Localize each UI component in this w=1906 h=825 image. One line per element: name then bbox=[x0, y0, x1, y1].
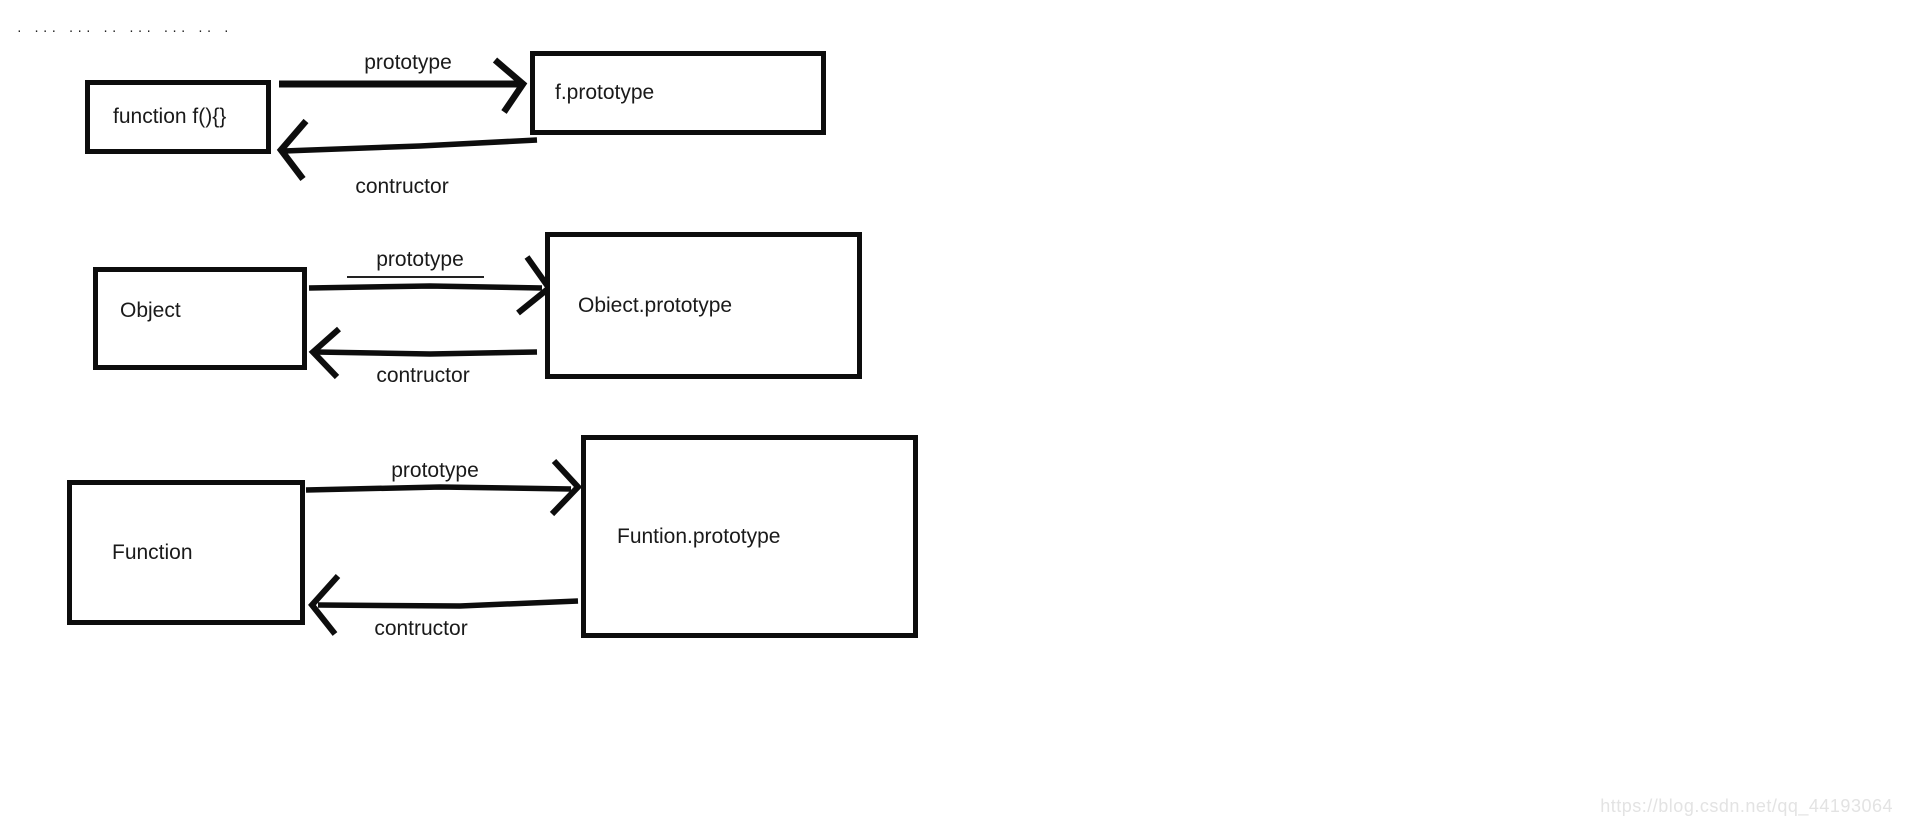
corner-dots: . ... ... .. ... ... .. . bbox=[16, 22, 232, 35]
node-function: Function bbox=[67, 480, 305, 625]
prototype-edge-label: prototype bbox=[391, 459, 479, 482]
node-label: function f(){} bbox=[113, 105, 227, 128]
prototype-edge-label: prototype bbox=[364, 51, 452, 74]
node-object-prototype: Obiect.prototype bbox=[545, 232, 862, 379]
prototype-label-underline bbox=[347, 276, 484, 278]
csdn-watermark: https://blog.csdn.net/qq_44193064 bbox=[1600, 796, 1893, 816]
node-label: Funtion.prototype bbox=[617, 524, 781, 548]
node-label: Function bbox=[112, 540, 193, 564]
node-object: Object bbox=[93, 267, 307, 370]
constructor-arrow bbox=[276, 118, 538, 181]
node-function-f: function f(){} bbox=[85, 80, 271, 154]
constructor-edge-label: contructor bbox=[374, 617, 468, 640]
node-label: Object bbox=[120, 299, 181, 322]
prototype-edge-label: prototype bbox=[376, 248, 464, 271]
constructor-edge-label: contructor bbox=[376, 364, 470, 387]
node-f-prototype: f.prototype bbox=[530, 51, 826, 135]
node-label: Obiect.prototype bbox=[578, 293, 733, 317]
constructor-edge-label: contructor bbox=[355, 175, 449, 198]
node-function-prototype: Funtion.prototype bbox=[581, 435, 918, 638]
node-label: f.prototype bbox=[555, 81, 655, 104]
